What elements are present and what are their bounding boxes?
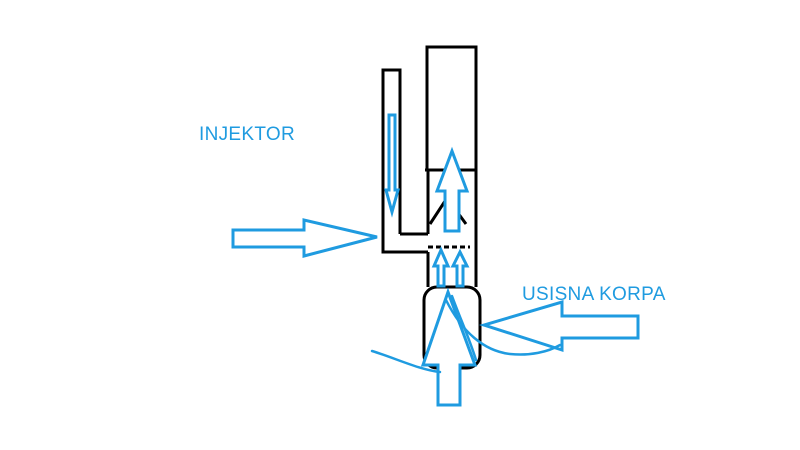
pump-outline [381, 45, 482, 370]
inlet-tube-outline [381, 68, 428, 254]
chamber-up-arrow-right-icon [450, 248, 470, 288]
injector-label: INJEKTOR [199, 124, 296, 145]
suction-up-arrow-icon [420, 287, 478, 407]
flow-arrows [231, 113, 640, 407]
suction-basket-label: USISNA KORPA [522, 284, 666, 305]
mixing-chamber-outline [426, 170, 478, 287]
right-flow-curve [444, 298, 562, 356]
inlet-arrow-icon [231, 218, 378, 258]
suction-inlet-arrow-icon [478, 299, 640, 353]
down-arrow-icon [384, 113, 400, 218]
inner-flow-curve [450, 294, 478, 362]
left-flow-curve [370, 349, 442, 374]
outlet-up-arrow-icon [434, 146, 470, 233]
chamber-up-arrow-left-icon [431, 246, 451, 288]
outlet-pipe-outline [425, 45, 478, 170]
